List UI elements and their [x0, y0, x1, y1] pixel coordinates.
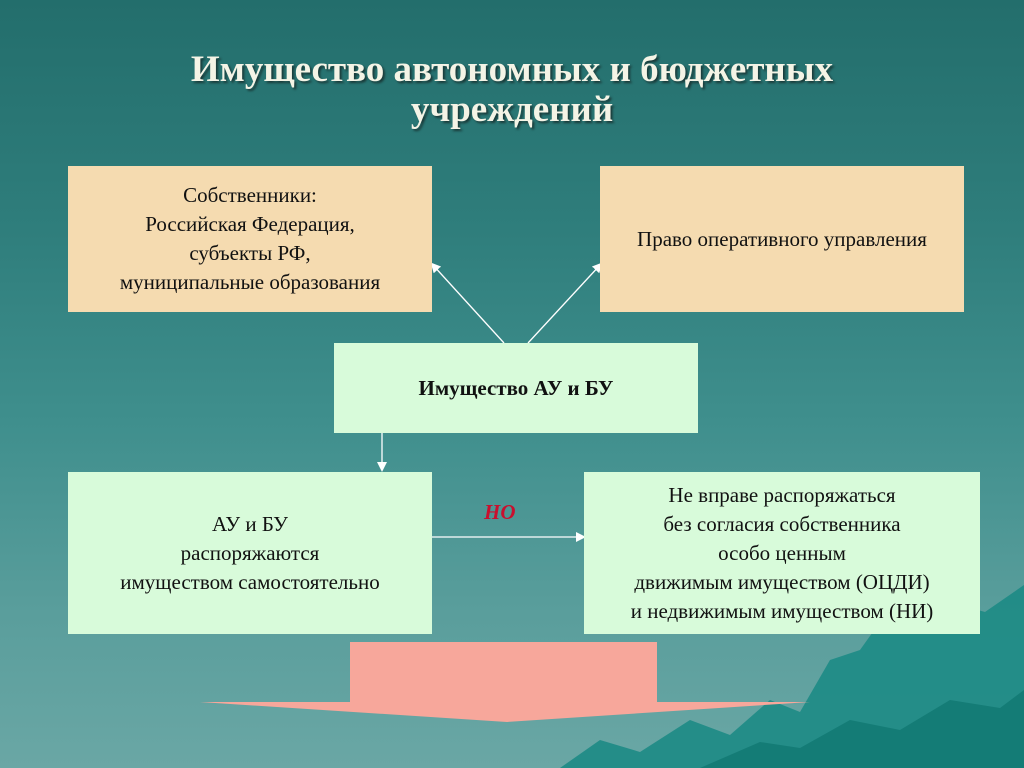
owners-line: субъекты РФ, — [189, 241, 311, 265]
restrictions-line: Не вправе распоряжаться — [668, 482, 896, 507]
restrictions-line: без согласия собственника — [663, 511, 901, 536]
owners-line: муниципальные образования — [119, 270, 381, 294]
property-au-bu-text: Имущество АУ и БУ — [418, 375, 614, 400]
restrictions-line: движимым имуществом (ОЦДИ) — [634, 569, 930, 594]
operative-management-text: Право оперативного управления — [637, 226, 927, 251]
au-bu-dispose-line: распоряжаются — [180, 540, 320, 565]
title-line-1: Имущество автономных и бюджетных — [190, 49, 834, 90]
au-bu-dispose-line: АУ и БУ — [211, 511, 289, 536]
restrictions-box: Не вправе распоряжаться без согласия соб… — [584, 472, 980, 634]
owners-line: Российская Федерация, — [145, 212, 355, 236]
operative-management-box: Право оперативного управления — [600, 166, 964, 312]
restrictions-line: особо ценным — [718, 540, 846, 565]
title-line-2: учреждений — [410, 89, 614, 130]
property-au-bu-box: Имущество АУ и БУ — [334, 343, 698, 433]
slide-title: Имущество автономных и бюджетных учрежде… — [0, 50, 1024, 130]
au-bu-dispose-box: АУ и БУ распоряжаются имуществом самосто… — [68, 472, 432, 634]
owners-line: Собственники: — [183, 183, 317, 207]
owners-box: Собственники: Российская Федерация, субъ… — [68, 166, 432, 312]
restrictions-line: и недвижимым имуществом (НИ) — [630, 598, 934, 623]
arrow-to-owners — [430, 262, 505, 344]
au-bu-dispose-line: имуществом самостоятельно — [120, 569, 380, 594]
no-connector-label: НО — [484, 500, 516, 524]
arrow-to-operative-management — [527, 262, 603, 344]
big-down-arrow — [200, 642, 810, 722]
